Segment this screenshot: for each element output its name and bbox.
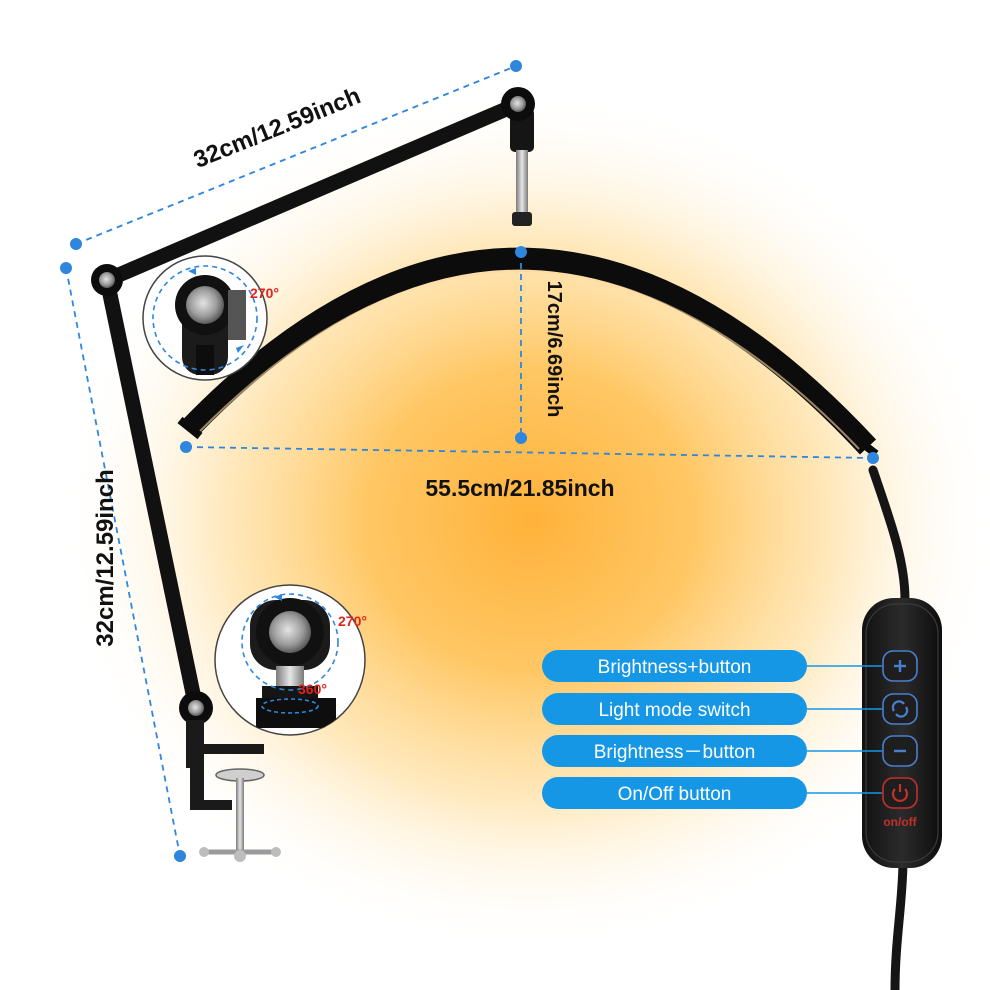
base-swivel-rotation-label: 360°: [298, 681, 327, 697]
dimension-endpoints: [60, 60, 879, 862]
arc-width-label: 55.5cm/21.85inch: [425, 475, 614, 501]
lamp-arm: [91, 87, 535, 725]
plus-icon: [894, 660, 906, 672]
callout-label: Brightness+button: [598, 657, 752, 678]
callout-pill: [542, 735, 807, 767]
lower-joint-rotation-label: 270°: [338, 613, 367, 629]
callout-pill: [542, 777, 807, 809]
mode-switch-icon: [891, 700, 909, 718]
desk-clamp: [186, 720, 281, 862]
shoulder-joint: [91, 264, 123, 296]
upper-joint-rotation-label: 270°: [250, 285, 279, 301]
power-icon: [891, 784, 909, 802]
arc-height-label: 17cm/6.69inch: [543, 281, 565, 418]
power-caption: on/off: [883, 815, 917, 829]
lower-arm-length-label: 32cm/12.59inch: [92, 469, 119, 646]
callout-pill: [542, 693, 807, 725]
callout-label: On/Off button: [618, 784, 732, 805]
base-joint: [179, 691, 213, 725]
callout-pill: [542, 650, 807, 682]
controller-button-1[interactable]: [882, 693, 918, 725]
callout-label: Light mode switch: [598, 700, 750, 721]
lower-joint-detail: 270° 360°: [214, 584, 367, 736]
half-moon-light-arc: [177, 247, 879, 458]
upper-elbow-joint: [501, 87, 535, 121]
upper-joint-detail: 270°: [142, 255, 279, 381]
controller-button-2[interactable]: [882, 735, 918, 767]
controller-button-0[interactable]: [882, 650, 918, 682]
controller-button-3[interactable]: [882, 777, 918, 809]
callout-label: Brightness－button: [594, 742, 756, 763]
dimension-lines: [65, 65, 874, 857]
controller-cable: [868, 465, 910, 990]
